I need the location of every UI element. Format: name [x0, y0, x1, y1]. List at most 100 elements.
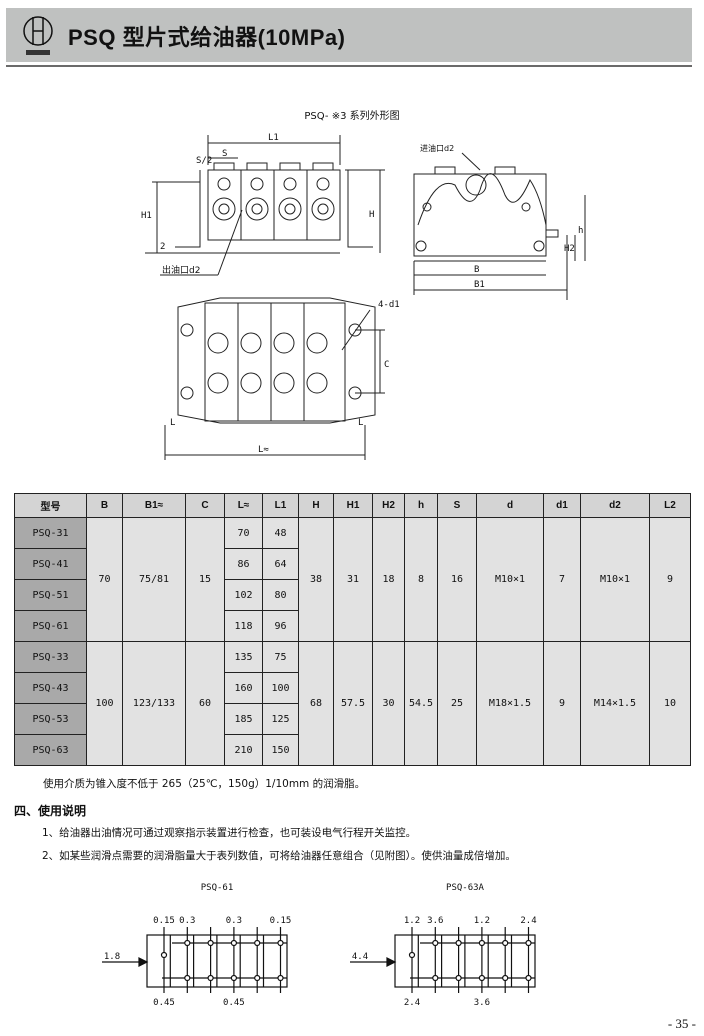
outlet-flow-label: 1.2 — [404, 916, 420, 926]
table-cell: 8 — [404, 517, 438, 642]
column-header: L1 — [262, 493, 299, 518]
column-header: H2 — [372, 493, 405, 518]
table-cell: 60 — [185, 641, 225, 766]
header-divider — [6, 65, 692, 67]
table-cell: 75 — [262, 641, 299, 673]
table-cell: 38 — [298, 517, 334, 642]
table-cell: PSQ-61 — [14, 610, 87, 642]
table-cell: 123/133 — [122, 641, 186, 766]
table-cell: M10×1 — [580, 517, 650, 642]
technical-drawing: L1 S S/2 H H1 2 出油口d2 进油口d2 B B1 H2 h — [141, 133, 586, 460]
column-header: B1≈ — [122, 493, 186, 518]
table-cell: M14×1.5 — [580, 641, 650, 766]
table-cell: 10 — [649, 641, 691, 766]
label-S-half: S/2 — [196, 156, 212, 166]
table-cell: PSQ-41 — [14, 548, 87, 580]
label-L-right: L — [358, 418, 363, 428]
table-cell: 160 — [224, 672, 263, 704]
outlet-flow-label: 1.2 — [474, 916, 490, 926]
outlet-flow-label: 0.45 — [153, 998, 175, 1008]
table-cell: 25 — [437, 641, 477, 766]
instruction-item: 1、给油器出油情况可通过观察指示装置进行检查，也可装设电气行程开关监控。 — [42, 827, 417, 839]
label-h: h — [578, 226, 583, 236]
outlet-flow-label: 0.3 — [179, 916, 195, 926]
label-H1: H1 — [141, 211, 152, 221]
top-view — [164, 297, 385, 460]
label-B: B — [474, 265, 479, 275]
outlet-flow-label: 3.6 — [427, 916, 443, 926]
table-cell: 9 — [543, 641, 581, 766]
table-cell: 15 — [185, 517, 225, 642]
table-cell: 150 — [262, 734, 299, 766]
label-B1: B1 — [474, 280, 485, 290]
column-header: B — [86, 493, 123, 518]
label-outlet-d2: 出油口d2 — [162, 264, 200, 276]
label-L-left: L — [170, 418, 175, 428]
outlet-flow-label: 0.45 — [223, 998, 245, 1008]
label-L-approx: L≈ — [258, 445, 269, 455]
page-title: PSQ 型片式给油器(10MPa) — [68, 25, 346, 50]
table-cell: M18×1.5 — [476, 641, 544, 766]
example-name: PSQ-63A — [446, 883, 485, 893]
table-cell: 70 — [224, 517, 263, 549]
page-number: - 35 - — [667, 1016, 696, 1031]
table-cell: 185 — [224, 703, 263, 735]
outlet-flow-label: 0.15 — [153, 916, 175, 926]
table-cell: 75/81 — [122, 517, 186, 642]
column-header: H1 — [333, 493, 373, 518]
table-cell: 64 — [262, 548, 299, 580]
column-header: H — [298, 493, 334, 518]
company-logo — [23, 16, 53, 55]
label-inlet-d2: 进油口d2 — [420, 143, 454, 153]
instruction-item: 2、如某些润滑点需要的润滑脂量大于表列数值，可将给油器任意组合（见附图）。使供油… — [42, 850, 516, 862]
table-cell: 30 — [372, 641, 405, 766]
column-header: d — [476, 493, 544, 518]
inlet-flow-label: 1.8 — [104, 952, 120, 962]
section-title: 四、使用说明 — [14, 804, 87, 818]
table-cell: 80 — [262, 579, 299, 611]
table-cell: 54.5 — [404, 641, 438, 766]
table-cell: 96 — [262, 610, 299, 642]
label-L1: L1 — [268, 133, 279, 143]
label-C: C — [384, 360, 389, 370]
outlet-flow-label: 0.15 — [270, 916, 292, 926]
table-cell: 86 — [224, 548, 263, 580]
table-cell: 18 — [372, 517, 405, 642]
column-header: 型号 — [14, 493, 87, 518]
label-2: 2 — [160, 242, 165, 252]
drawing-title: PSQ- ※3 系列外形图 — [304, 111, 400, 122]
example-name: PSQ-61 — [201, 883, 234, 893]
column-header: d1 — [543, 493, 581, 518]
label-H2: H2 — [564, 244, 575, 254]
table-cell: PSQ-51 — [14, 579, 87, 611]
table-cell: 210 — [224, 734, 263, 766]
column-header: h — [404, 493, 438, 518]
front-view — [145, 135, 385, 276]
table-cell: 125 — [262, 703, 299, 735]
medium-note: 使用介质为锥入度不低于 265（25℃，150g）1/10mm 的润滑脂。 — [43, 778, 366, 790]
side-view — [413, 152, 586, 300]
outlet-flow-label: 3.6 — [474, 998, 490, 1008]
column-header: C — [185, 493, 225, 518]
table-cell: PSQ-43 — [14, 672, 87, 704]
outlet-flow-label: 2.4 — [520, 916, 536, 926]
inlet-flow-label: 4.4 — [352, 952, 368, 962]
column-header: d2 — [580, 493, 650, 518]
table-cell: M10×1 — [476, 517, 544, 642]
label-H: H — [369, 210, 374, 220]
table-cell: PSQ-31 — [14, 517, 87, 549]
table-cell: PSQ-53 — [14, 703, 87, 735]
table-cell: 16 — [437, 517, 477, 642]
table-cell: 102 — [224, 579, 263, 611]
